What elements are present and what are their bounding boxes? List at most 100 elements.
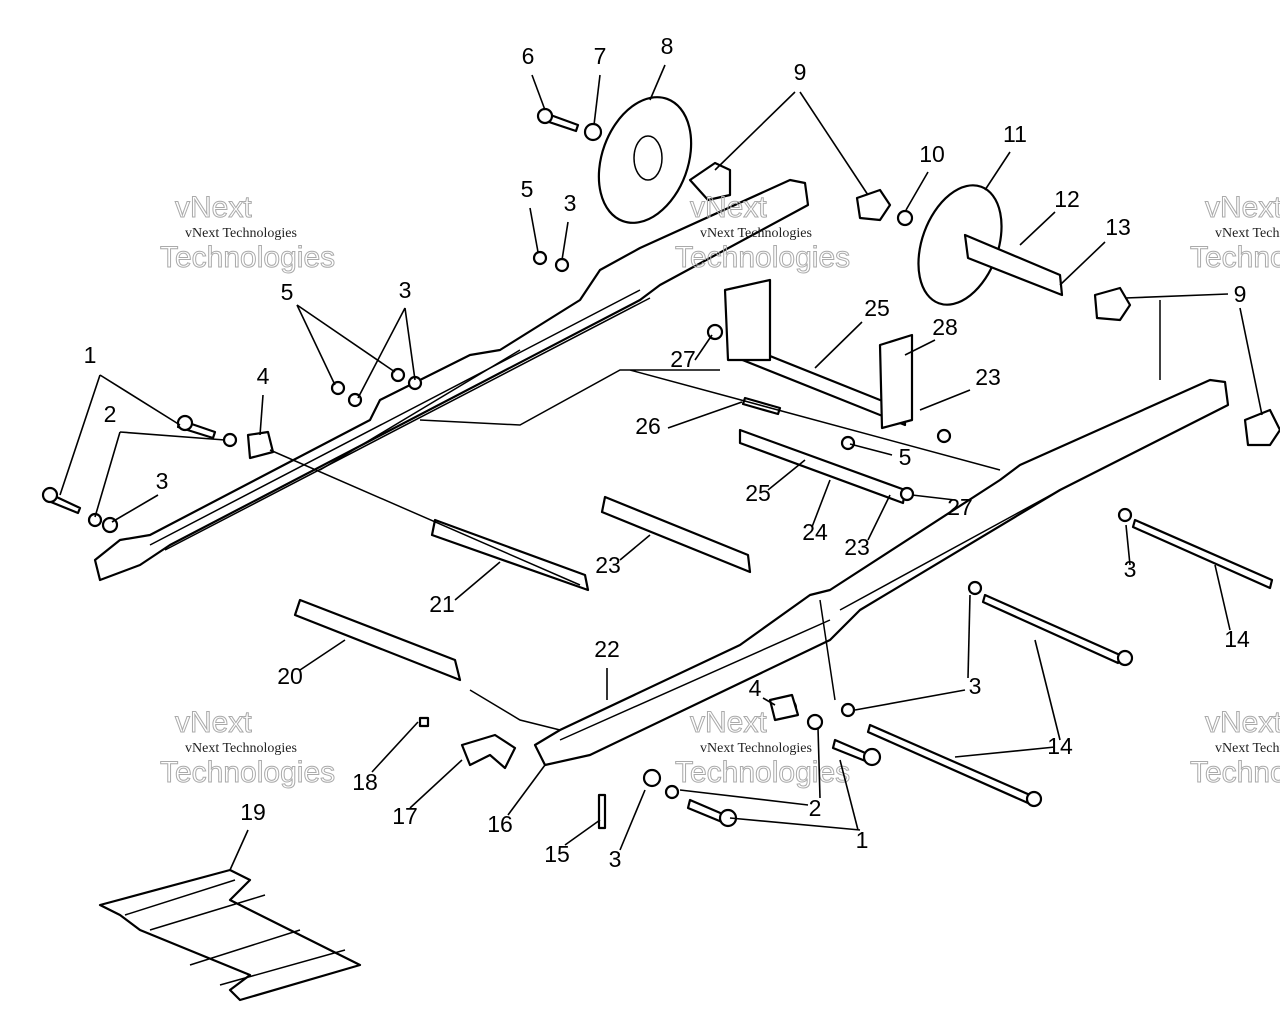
leader-line: [561, 221, 569, 261]
leader-line: [119, 431, 226, 441]
callout-14: 14: [1224, 626, 1250, 652]
leader-line: [1019, 211, 1056, 246]
callout-17: 17: [392, 803, 418, 829]
leader-line: [839, 759, 859, 831]
hitch-parts: [246, 430, 800, 770]
callout-14: 14: [1047, 733, 1073, 759]
leader-line: [817, 727, 821, 799]
watermark-big-1: vNext: [690, 191, 767, 224]
leader-line: [357, 307, 406, 399]
leader-line: [954, 746, 1056, 758]
watermark-big-2: Technologies: [675, 241, 850, 274]
watermark-big-1: vNext: [175, 191, 252, 224]
callout-3: 3: [399, 277, 412, 303]
watermark-big-1: vNext: [1205, 191, 1280, 224]
watermark-big-1: vNext: [175, 706, 252, 739]
watermark-big-1: vNext: [1205, 706, 1280, 739]
leader-line: [667, 401, 743, 429]
idler-wheel-11: [917, 184, 1064, 306]
leader-line: [905, 171, 929, 211]
leader-line: [619, 534, 651, 561]
leader-line: [99, 374, 181, 426]
callout-9: 9: [794, 59, 807, 85]
leader-line: [593, 74, 601, 126]
callout-9: 9: [1234, 281, 1247, 307]
leader-line: [259, 394, 264, 436]
watermark-small: vNext Technologies: [1215, 741, 1280, 756]
callout-18: 18: [352, 769, 378, 795]
watermark-small: vNext Technologies: [700, 226, 812, 241]
callout-1: 1: [84, 342, 97, 368]
leader-line: [59, 374, 101, 496]
callout-8: 8: [661, 33, 674, 59]
callout-4: 4: [749, 675, 762, 701]
callout-25: 25: [864, 295, 890, 321]
leader-line: [94, 431, 121, 518]
callout-25: 25: [745, 480, 771, 506]
leader-line: [564, 819, 601, 846]
leader-line: [229, 829, 249, 871]
leader-line: [694, 334, 713, 361]
callout-27: 27: [947, 494, 973, 520]
leader-line: [729, 817, 861, 831]
leader-line: [296, 304, 336, 386]
leader-line: [649, 64, 666, 101]
leader-line: [811, 479, 831, 528]
leader-line: [1124, 293, 1229, 299]
watermark-small: vNext Technologies: [185, 741, 297, 756]
leader-lines: [59, 64, 1263, 871]
callout-20: 20: [277, 663, 303, 689]
callout-3: 3: [564, 190, 577, 216]
leader-line: [911, 494, 956, 501]
brackets: [688, 161, 1280, 447]
callout-23: 23: [595, 552, 621, 578]
watermark-small: vNext Technologies: [185, 226, 297, 241]
callout-1: 1: [856, 827, 869, 853]
leader-line: [867, 494, 891, 541]
bolts: [41, 107, 1274, 830]
leader-line: [531, 74, 546, 111]
callout-24: 24: [802, 519, 828, 545]
callout-5: 5: [521, 176, 534, 202]
left-rail: [93, 178, 810, 582]
watermark-big-2: Technologies: [1190, 756, 1280, 789]
callout-4: 4: [257, 363, 270, 389]
callout-5: 5: [281, 279, 294, 305]
leader-line: [1034, 639, 1061, 741]
callout-6: 6: [522, 43, 535, 69]
leader-line: [1239, 307, 1263, 416]
watermark-big-2: Technologies: [675, 756, 850, 789]
callout-21: 21: [429, 591, 455, 617]
callout-26: 26: [635, 413, 661, 439]
callout-7: 7: [594, 43, 607, 69]
leader-line: [619, 789, 646, 851]
leader-line: [371, 721, 419, 773]
watermark-big-1: vNext: [690, 706, 767, 739]
callout-16: 16: [487, 811, 513, 837]
leader-line: [814, 321, 863, 369]
leader-line: [1125, 524, 1131, 566]
leader-line: [507, 764, 546, 816]
callout-3: 3: [969, 673, 982, 699]
washers: [87, 122, 1133, 800]
leader-line: [1059, 241, 1106, 286]
watermark-small: vNext Technologies: [1215, 226, 1280, 241]
leader-line: [529, 207, 539, 253]
callout-3: 3: [1124, 556, 1137, 582]
leader-line: [1214, 564, 1231, 631]
callout-2: 2: [809, 795, 822, 821]
leader-line: [762, 697, 776, 706]
leader-line: [404, 307, 416, 381]
callout-5: 5: [899, 444, 912, 470]
callout-11: 11: [1003, 121, 1027, 147]
right-rail: [533, 378, 1230, 767]
leader-line: [714, 91, 796, 171]
watermark-big-2: Technologies: [1190, 241, 1280, 274]
leader-line: [904, 339, 936, 356]
callout-27: 27: [670, 346, 696, 372]
leader-line: [767, 459, 806, 491]
leader-line: [679, 789, 809, 806]
